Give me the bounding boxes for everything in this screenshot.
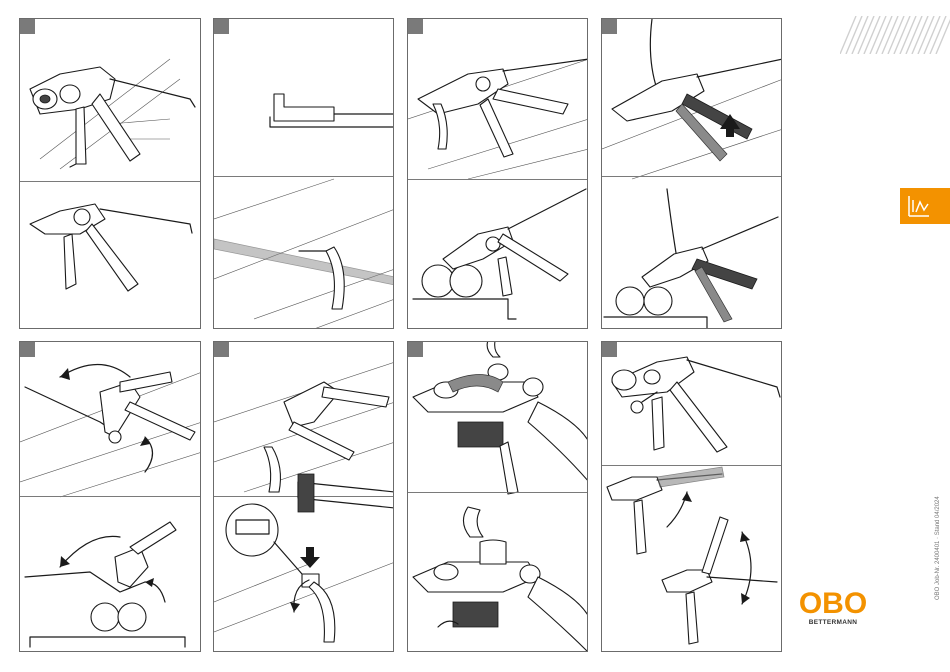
step-panel-4 — [601, 18, 782, 329]
step-panel-2 — [213, 18, 394, 329]
obo-logo: OBO — [800, 582, 866, 620]
tool-rotated-over-cables — [20, 342, 201, 652]
cable-tray-icon — [900, 188, 950, 224]
logo-text: OBO — [800, 587, 866, 620]
clip-hammer-closure — [214, 342, 394, 652]
tensioning-over-cables — [602, 19, 782, 329]
document-footer: OBO Job-Nr. 2400401 · Stand 04/2024 — [935, 496, 941, 600]
handle-swing-positions — [602, 342, 782, 652]
clip-released-closeup — [408, 342, 588, 652]
step-panel-5 — [19, 341, 201, 652]
step-panel-6 — [213, 341, 394, 652]
logo-tagline: BETTERMANN — [800, 619, 866, 626]
tool-side-view — [20, 19, 201, 329]
tool-tensioning-over-cables — [408, 19, 588, 329]
decorative-stripes — [840, 16, 950, 54]
step-panel-1 — [19, 18, 201, 329]
step-panel-8 — [601, 341, 782, 652]
step-panel-3 — [407, 18, 588, 329]
step-panel-7 — [407, 341, 588, 652]
band-on-tray — [214, 19, 394, 329]
